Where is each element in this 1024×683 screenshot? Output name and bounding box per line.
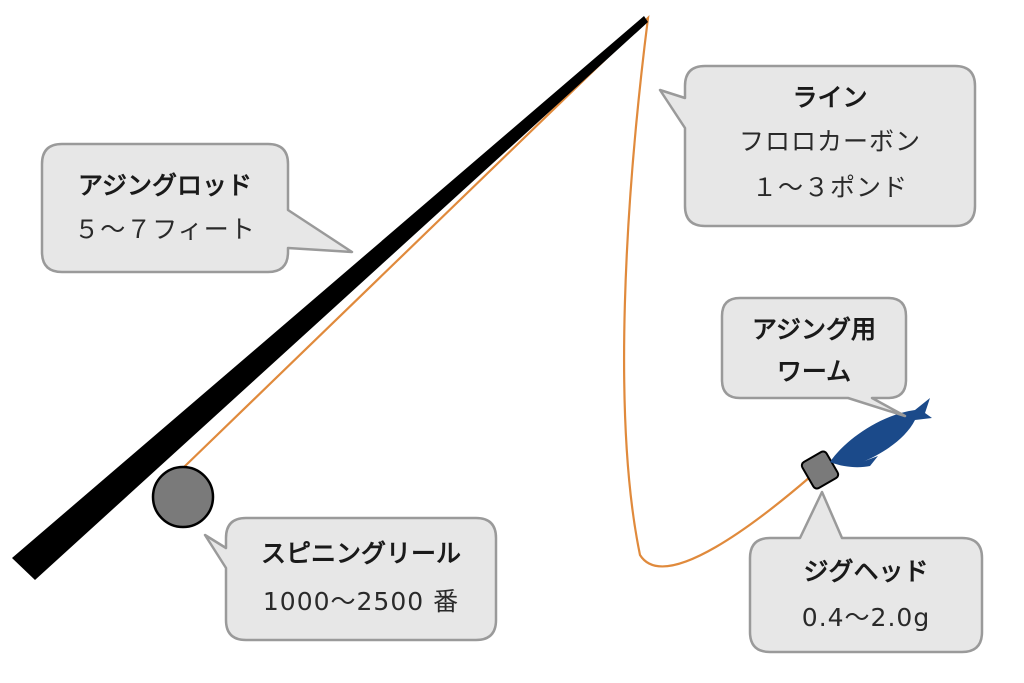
rod-label-bubble: アジングロッド ５～７フィート bbox=[40, 142, 354, 274]
line-title: ライン bbox=[792, 83, 867, 112]
worm-title-line2: ワーム bbox=[777, 357, 851, 386]
line-spec-material: フロロカーボン bbox=[739, 127, 921, 156]
fishing-line bbox=[182, 15, 811, 568]
worm-label-bubble: アジング用 ワーム bbox=[720, 296, 908, 418]
reel-title: スピニングリール bbox=[261, 539, 461, 568]
jighead-spec: 0.4～2.0g bbox=[802, 603, 930, 632]
reel-icon bbox=[151, 465, 215, 529]
rod-icon bbox=[12, 16, 648, 580]
rod-spec: ５～７フィート bbox=[74, 215, 256, 244]
reel-spec: 1000～2500 番 bbox=[263, 587, 459, 616]
jighead-icon bbox=[800, 450, 840, 490]
worm-icon bbox=[830, 398, 932, 468]
reel-label-bubble: スピニングリール 1000～2500 番 bbox=[203, 516, 498, 642]
rod-title: アジングロッド bbox=[78, 171, 252, 200]
jighead-label-bubble: ジグヘッド 0.4～2.0g bbox=[748, 490, 984, 654]
jighead-title: ジグヘッド bbox=[803, 557, 928, 586]
line-label-bubble: ライン フロロカーボン １～３ポンド bbox=[658, 64, 977, 228]
line-spec-weight: １～３ポンド bbox=[752, 173, 908, 202]
worm-title-line1: アジング用 bbox=[752, 315, 876, 344]
